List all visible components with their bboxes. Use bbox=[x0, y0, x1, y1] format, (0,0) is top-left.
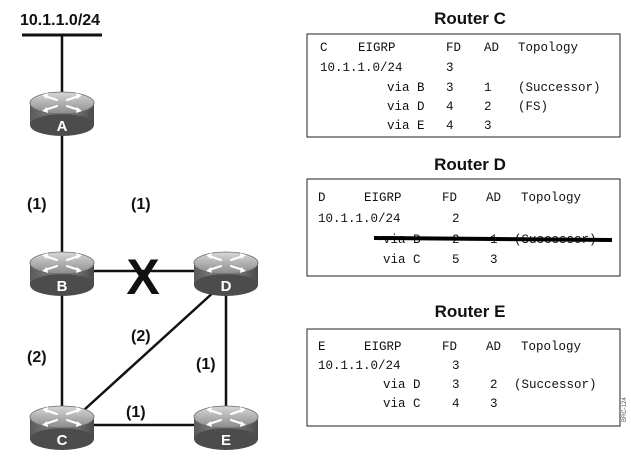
router-e-label: E bbox=[221, 432, 231, 449]
table-row-ad: 2 bbox=[484, 100, 492, 114]
metric-b-d: (1) bbox=[131, 196, 151, 213]
figure-stamp: BRC-124 bbox=[622, 397, 628, 422]
table-row-via: via B bbox=[387, 81, 425, 95]
router-b-label: B bbox=[57, 278, 68, 295]
metric-d-e: (1) bbox=[196, 356, 216, 373]
table-header-fd: FD bbox=[442, 191, 457, 205]
table-row-ad: 3 bbox=[490, 253, 498, 267]
metric-c-e: (1) bbox=[126, 404, 146, 421]
router-c-label: C bbox=[57, 432, 68, 449]
table-header-topology: Topology bbox=[521, 340, 582, 354]
router-d-title: Router D bbox=[434, 155, 506, 174]
router-e-title: Router E bbox=[435, 302, 506, 321]
table-header-ad: AD bbox=[486, 191, 501, 205]
router-e-table: E EIGRP FD AD Topology 10.1.1.0/24 3 via… bbox=[318, 340, 597, 411]
router-b-icon: B bbox=[29, 251, 95, 297]
table-header-fd: FD bbox=[446, 41, 461, 55]
metric-c-d: (2) bbox=[131, 328, 151, 345]
table-row-note: (Successor) bbox=[518, 81, 601, 95]
table-row-via: via D bbox=[383, 378, 421, 392]
router-a-label: A bbox=[57, 118, 68, 135]
strikethrough-line bbox=[373, 236, 613, 242]
table-header-proto: EIGRP bbox=[358, 41, 396, 55]
table-row-note: (FS) bbox=[518, 100, 548, 114]
prefix-label: 10.1.1.0/24 bbox=[20, 12, 100, 29]
table-prefix-fd: 3 bbox=[446, 61, 454, 75]
table-row-via: via D bbox=[387, 100, 425, 114]
table-row-via: via C bbox=[383, 397, 421, 411]
router-c-table-box bbox=[306, 33, 621, 138]
table-row-fd: 3 bbox=[446, 81, 454, 95]
table-row-ad: 3 bbox=[484, 119, 492, 133]
table-row-fd: 4 bbox=[446, 100, 454, 114]
router-d-table: D EIGRP FD AD Topology 10.1.1.0/24 2 via… bbox=[318, 191, 613, 267]
table-header-name: D bbox=[318, 191, 326, 205]
router-e-icon: E bbox=[193, 405, 259, 451]
table-row-via: via C bbox=[383, 253, 421, 267]
table-prefix: 10.1.1.0/24 bbox=[318, 212, 401, 226]
table-header-name: E bbox=[318, 340, 326, 354]
table-row-fd: 5 bbox=[452, 253, 460, 267]
table-header-proto: EIGRP bbox=[364, 191, 402, 205]
table-header-ad: AD bbox=[486, 340, 501, 354]
router-e-table-box bbox=[306, 328, 621, 427]
metric-b-c: (2) bbox=[27, 349, 47, 366]
table-row-fd: 4 bbox=[452, 397, 460, 411]
table-prefix-fd: 2 bbox=[452, 212, 460, 226]
table-row-fd: 3 bbox=[452, 378, 460, 392]
metric-a-b: (1) bbox=[27, 196, 47, 213]
table-row-note: (Successor) bbox=[514, 378, 597, 392]
table-prefix: 10.1.1.0/24 bbox=[320, 61, 403, 75]
table-header-topology: Topology bbox=[518, 41, 579, 55]
table-header-fd: FD bbox=[442, 340, 457, 354]
router-d-icon: D bbox=[193, 251, 259, 297]
router-d-label: D bbox=[221, 278, 232, 295]
table-prefix: 10.1.1.0/24 bbox=[318, 359, 401, 373]
table-header-topology: Topology bbox=[521, 191, 582, 205]
link-failure-x: X bbox=[126, 249, 159, 305]
router-c-icon: C bbox=[29, 405, 95, 451]
router-c-table: C EIGRP FD AD Topology 10.1.1.0/24 3 via… bbox=[320, 41, 601, 133]
router-a-icon: A bbox=[29, 91, 95, 137]
table-prefix-fd: 3 bbox=[452, 359, 460, 373]
table-row-ad: 1 bbox=[484, 81, 492, 95]
link-c-d bbox=[83, 289, 217, 411]
table-row-fd: 4 bbox=[446, 119, 454, 133]
table-row-ad: 2 bbox=[490, 378, 498, 392]
table-header-name: C bbox=[320, 41, 328, 55]
router-c-title: Router C bbox=[434, 9, 506, 28]
table-row-ad: 3 bbox=[490, 397, 498, 411]
table-header-proto: EIGRP bbox=[364, 340, 402, 354]
table-header-ad: AD bbox=[484, 41, 499, 55]
router-d-table-box bbox=[306, 178, 621, 277]
table-row-via: via E bbox=[387, 119, 425, 133]
